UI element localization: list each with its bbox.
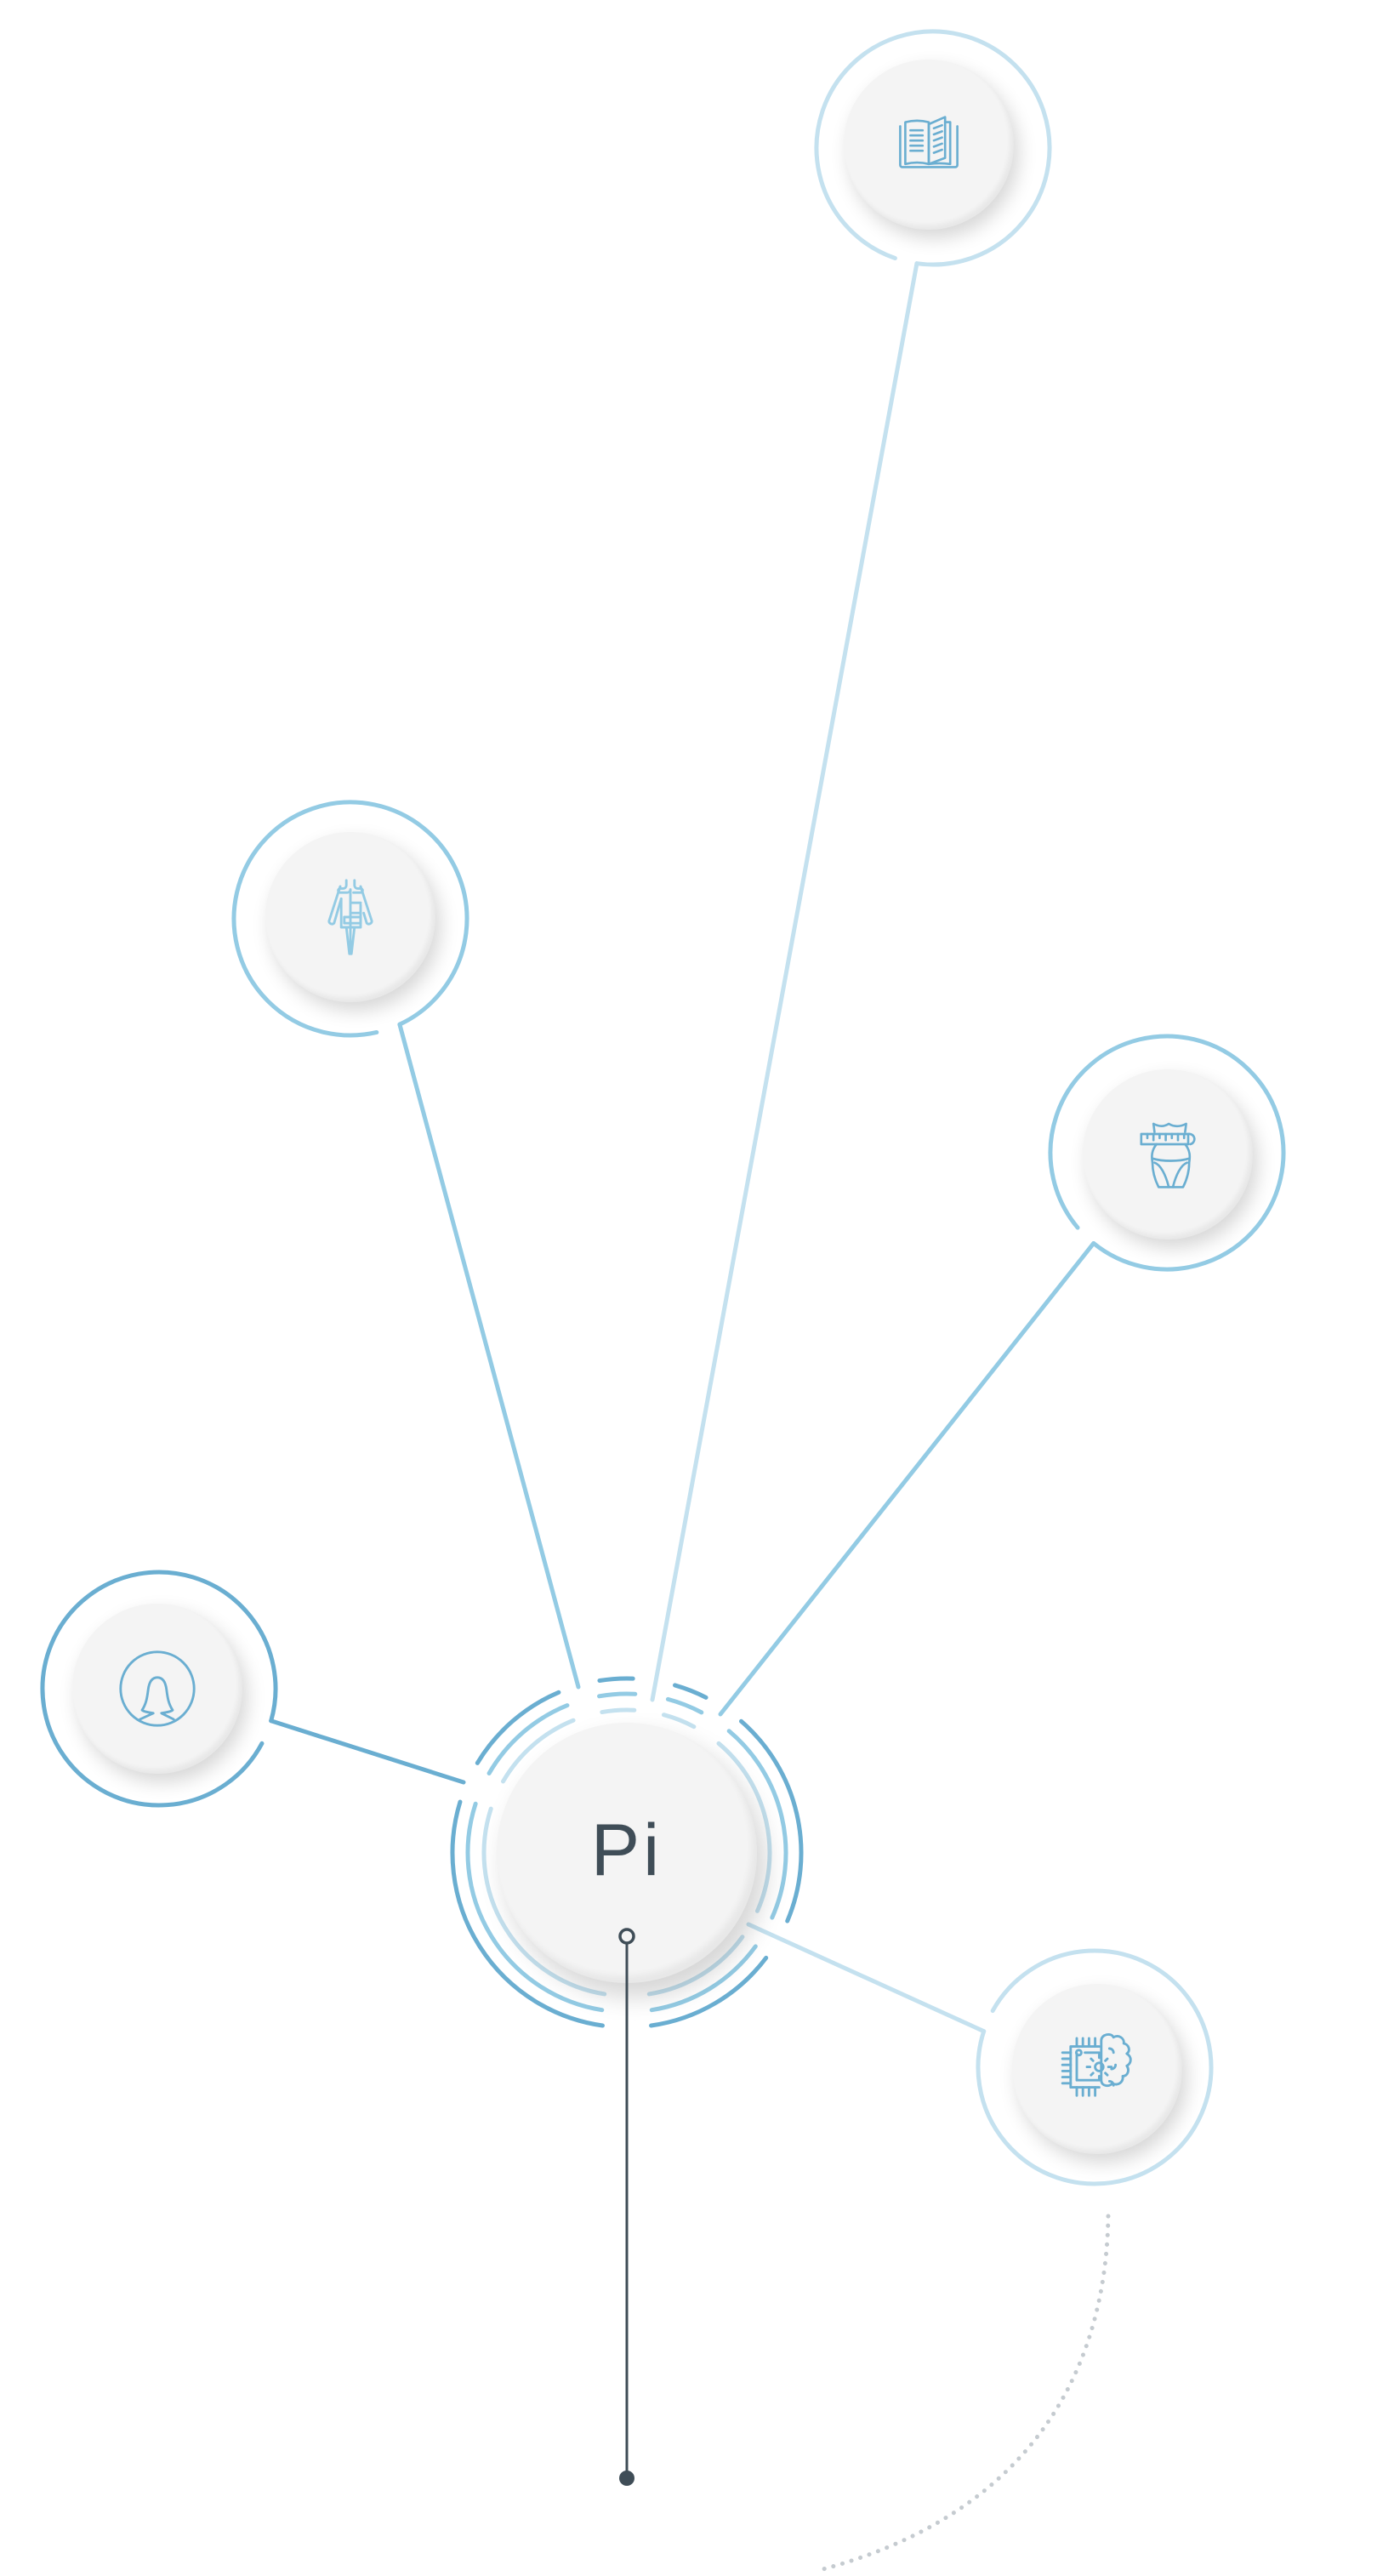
ai-brain-chip-icon: [1061, 2032, 1132, 2097]
center-ring-2: [465, 1801, 605, 2013]
center-ring-1: [597, 1676, 635, 1684]
center-ring-3: [600, 1707, 637, 1715]
dotted-path: [814, 2214, 1111, 2573]
node-ring-person: [40, 1570, 278, 1808]
node-ring-book: [814, 29, 1052, 267]
center-ring-1: [475, 1690, 561, 1765]
node-person[interactable]: [72, 1604, 242, 1774]
connector-measure: [718, 1240, 1096, 1717]
stem-end-dot[interactable]: [619, 2471, 634, 2486]
stem-start-marker[interactable]: [618, 1928, 635, 1945]
center-ring-1: [738, 1718, 804, 1923]
connector-book: [650, 261, 919, 1702]
center-ring-2: [665, 1696, 704, 1715]
center-ring-3: [501, 1718, 576, 1784]
node-brain[interactable]: [1012, 1984, 1182, 2154]
connector-brain: [746, 1922, 987, 2034]
center-ring-2: [597, 1691, 638, 1699]
center-ring-2: [726, 1729, 788, 1920]
center-label: Pi: [590, 1809, 663, 1891]
center-ring-1: [673, 1683, 708, 1700]
open-book-icon: [899, 116, 959, 168]
node-book[interactable]: [844, 60, 1014, 230]
center-ring-3: [646, 1935, 745, 1997]
connector-person: [269, 1718, 466, 1785]
node-ring-dress: [231, 800, 469, 1038]
node-ring-measure: [1048, 1034, 1286, 1272]
center-ring-3: [716, 1741, 772, 1913]
center-node[interactable]: Pi: [497, 1723, 757, 1983]
node-dress[interactable]: [265, 832, 435, 1002]
center-ring-2: [649, 1944, 758, 2013]
node-measure[interactable]: [1083, 1069, 1253, 1240]
waist-measure-icon: [1140, 1122, 1196, 1188]
dress-outfit-icon: [327, 879, 373, 955]
woman-avatar-icon: [119, 1650, 196, 1727]
center-ring-3: [481, 1806, 607, 1997]
connector-dress: [397, 1022, 581, 1690]
center-ring-1: [450, 1799, 605, 2028]
center-ring-2: [487, 1703, 570, 1775]
center-ring-3: [661, 1713, 697, 1730]
node-ring-brain: [976, 1948, 1214, 2186]
center-ring-1: [649, 1955, 769, 2028]
